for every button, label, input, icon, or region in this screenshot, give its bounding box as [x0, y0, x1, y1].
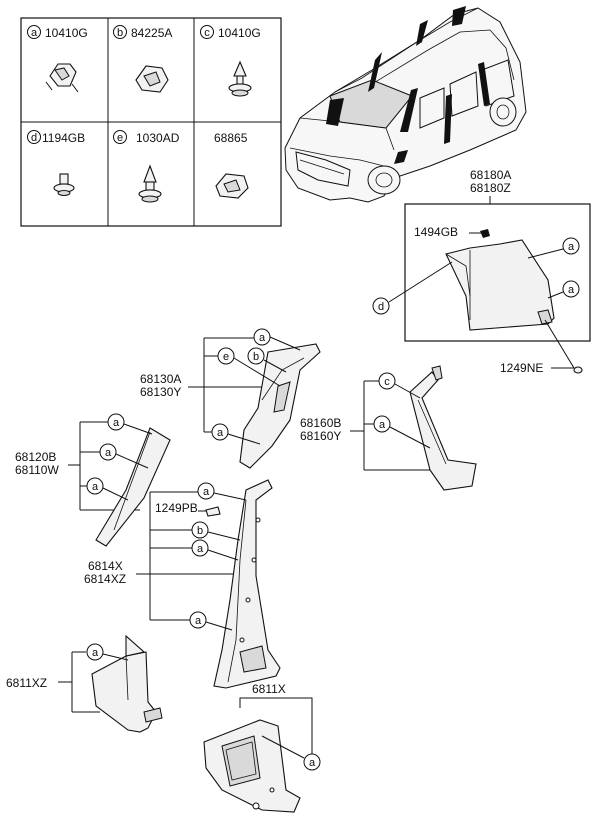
callout-c: c — [384, 376, 390, 388]
part-68180-assembly: 68180A 68180Z 1494GB a a d 1249NE — [372, 168, 591, 375]
callout-b: b — [197, 525, 203, 537]
part-number-6811xz: 6811XZ — [6, 676, 47, 690]
callout-a: a — [197, 543, 204, 555]
callout-a: a — [379, 419, 386, 431]
legend-letter: e — [117, 132, 123, 144]
callout-a: a — [568, 284, 575, 296]
clip-icon — [45, 63, 79, 93]
legend-code: 84225A — [131, 26, 172, 40]
legend-cell-6: 68865 — [214, 131, 249, 199]
push-pin-icon — [138, 164, 162, 203]
callout-a: a — [92, 481, 99, 493]
callout-e: e — [223, 351, 229, 363]
part-number-68120b: 68120B — [15, 450, 56, 464]
part-number-1249pb: 1249PB — [155, 501, 198, 515]
legend-code: 1030AD — [136, 131, 180, 145]
part-number-68180a: 68180A — [470, 168, 511, 182]
callout-a: a — [113, 417, 120, 429]
callout-a: a — [92, 647, 99, 659]
part-number-6814x: 6814X — [88, 559, 123, 573]
push-pin-icon — [228, 60, 252, 97]
legend-code: 10410G — [218, 26, 261, 40]
legend-letter: a — [31, 27, 38, 39]
legend-letter: c — [204, 27, 210, 39]
legend-letter: b — [117, 27, 123, 39]
clip-icon — [215, 173, 249, 199]
part-number-1249ne: 1249NE — [500, 361, 543, 375]
legend-code: 10410G — [45, 26, 88, 40]
clip-icon — [135, 65, 169, 93]
part-number-6814xz: 6814XZ — [84, 572, 126, 586]
part-number-68160b: 68160B — [300, 416, 341, 430]
callout-a: a — [259, 332, 266, 344]
callout-a: a — [217, 427, 224, 439]
legend-letter: d — [31, 132, 37, 144]
part-6811xz-lower-trim: 6811XZ a — [6, 634, 163, 733]
legend-cell-4: d 1194GB — [27, 130, 85, 196]
screw-icon — [53, 173, 75, 196]
part-number-68180z: 68180Z — [470, 181, 511, 195]
callout-a: a — [309, 757, 316, 769]
legend-code: 1194GB — [42, 131, 85, 145]
part-68160-pillar-trim: 68160B 68160Y c a — [300, 365, 477, 491]
legend-cell-1: a 10410G — [27, 25, 88, 93]
part-68130-pillar-trim: 68130A 68130Y a e b a — [140, 328, 321, 469]
part-number-1494gb: 1494GB — [414, 225, 458, 239]
part-number-68160y: 68160Y — [300, 429, 341, 443]
part-number-68110w: 68110W — [15, 463, 59, 477]
legend-code: 68865 — [214, 131, 248, 145]
callout-a: a — [203, 486, 210, 498]
legend-cell-2: b 84225A — [113, 25, 172, 93]
part-6814-center-pillar: 1249PB 6814X 6814XZ a b a a — [84, 479, 281, 689]
vehicle-illustration — [284, 6, 527, 203]
part-number-6811x: 6811X — [252, 682, 286, 696]
callout-a: a — [195, 615, 202, 627]
callout-a: a — [105, 447, 112, 459]
callout-b: b — [253, 351, 259, 363]
legend-cell-3: c 10410G — [200, 25, 261, 97]
part-6811x-lower-trim: 6811X a — [203, 682, 321, 813]
legend-table: a 10410G b 84225A c 10410G — [20, 17, 282, 227]
part-number-68130y: 68130Y — [140, 385, 181, 399]
callout-d: d — [378, 301, 384, 313]
legend-cell-5: e 1030AD — [113, 130, 180, 203]
part-68120-pillar-trim: 68120B 68110W a a a — [15, 413, 171, 547]
callout-a: a — [568, 241, 575, 253]
part-number-68130a: 68130A — [140, 372, 181, 386]
